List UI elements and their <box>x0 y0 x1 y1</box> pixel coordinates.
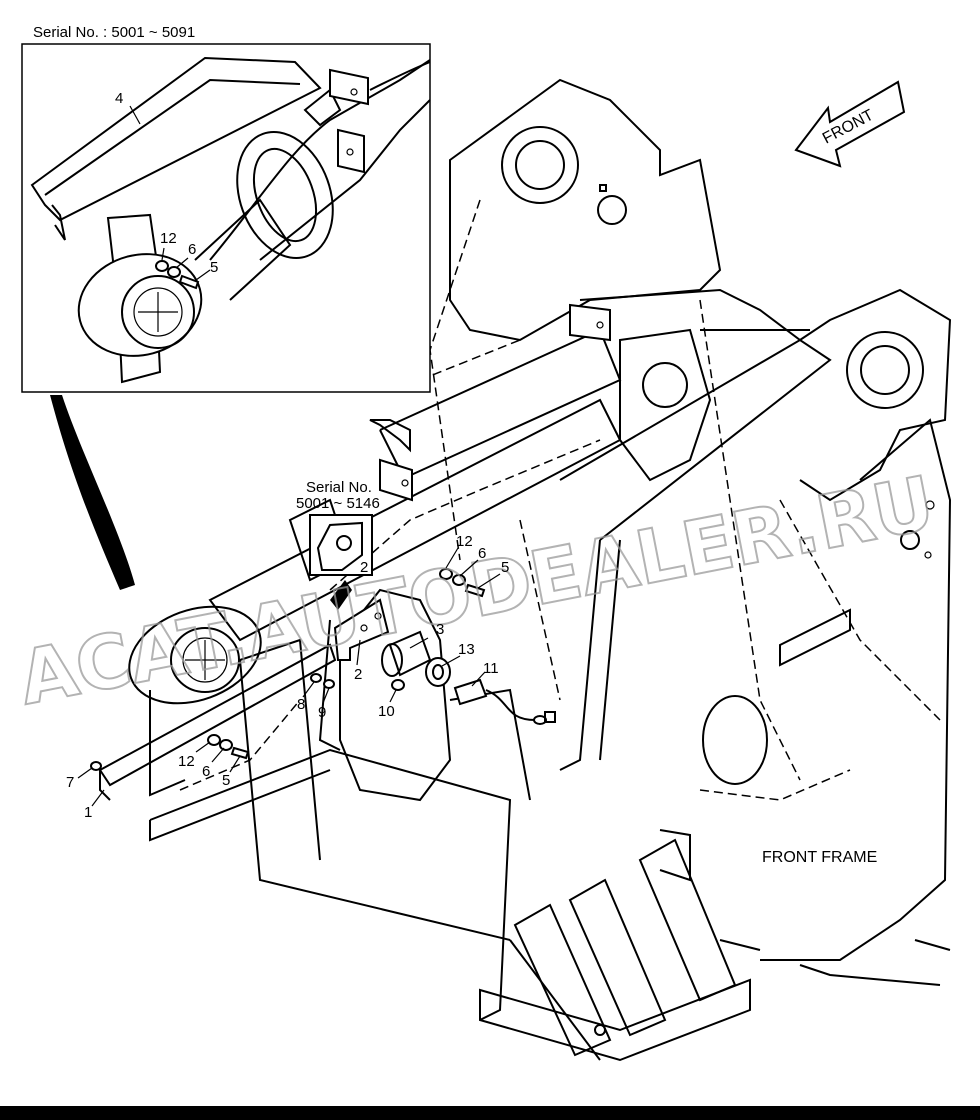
part-number-5-low: 5 <box>222 772 230 789</box>
part-number-11: 11 <box>483 660 499 677</box>
leader-lines <box>77 547 501 807</box>
part-number-6-low: 6 <box>202 763 210 780</box>
part-number-5-mid: 5 <box>501 559 509 576</box>
part-number-12-low: 12 <box>178 753 195 770</box>
part-number-13: 13 <box>458 641 475 658</box>
part-number-3: 3 <box>436 621 444 638</box>
part-number-12-mid: 12 <box>456 533 473 550</box>
callout-serial-line1: Serial No. <box>306 479 372 496</box>
part-number-5-inset: 5 <box>210 259 218 276</box>
front-frame-label: FRONT FRAME <box>762 849 877 866</box>
bottom-border <box>0 1106 980 1120</box>
part-number-6-inset: 6 <box>188 241 196 258</box>
part-number-6-mid: 6 <box>478 545 486 562</box>
inset-serial-label: Serial No. : 5001 ~ 5091 <box>33 24 195 41</box>
part-number-7: 7 <box>66 774 74 791</box>
part-number-8: 8 <box>297 696 305 713</box>
callout-serial-line2: 5001 ~ 5146 <box>296 495 380 512</box>
front-direction-arrow: FRONT <box>794 80 906 168</box>
boom-cylinder-drawing <box>50 303 622 801</box>
part-number-12-inset: 12 <box>160 230 177 247</box>
part-number-10: 10 <box>378 703 395 720</box>
part-number-4: 4 <box>115 90 123 107</box>
part-number-9: 9 <box>318 704 326 721</box>
part-number-1: 1 <box>84 804 92 821</box>
part-number-2-callout: 2 <box>360 559 368 576</box>
part-number-2-bracket: 2 <box>354 666 362 683</box>
detail-inset <box>21 43 431 393</box>
